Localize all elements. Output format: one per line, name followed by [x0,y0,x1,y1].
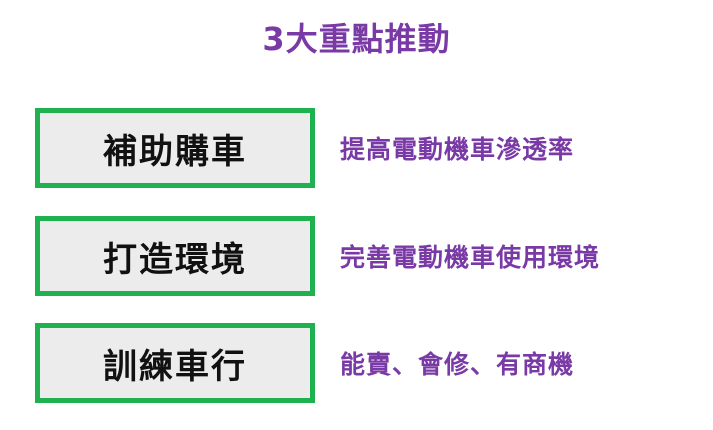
focus-description-subsidy: 提高電動機車滲透率 [340,135,575,164]
page-title: 3大重點推動 [262,20,451,58]
focus-box-training: 訓練車行 [35,323,315,403]
focus-description-training: 能賣、會修、有商機 [340,350,575,379]
focus-box-environment: 打造環境 [35,216,315,296]
focus-description-environment: 完善電動機車使用環境 [340,243,601,272]
focus-box-subsidy: 補助購車 [35,108,315,188]
